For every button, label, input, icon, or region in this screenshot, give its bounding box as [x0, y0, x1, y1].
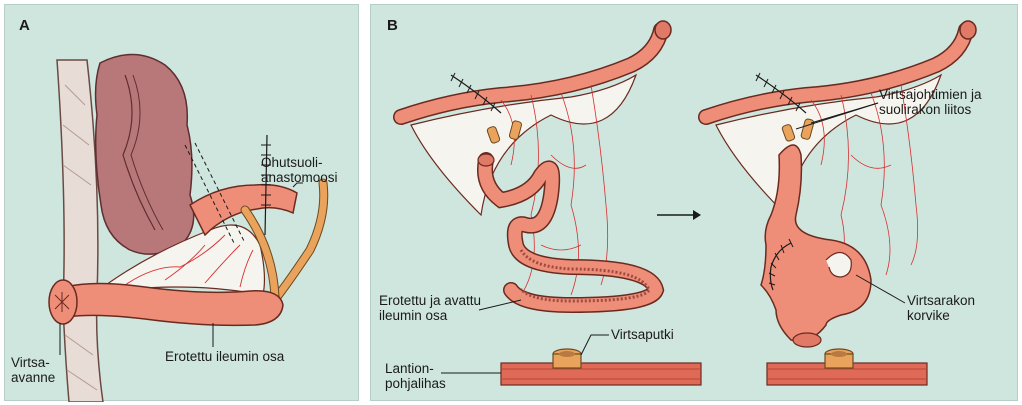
label-pelvic-floor: Lantion- pohjalihas	[385, 361, 446, 391]
label-neobladder-line1: Virtsarakon	[907, 293, 975, 308]
label-opened-ileum-line1: Erotettu ja avattu	[379, 293, 481, 308]
label-neobladder-line2: korvike	[907, 308, 975, 323]
neobladder-illustration	[371, 5, 1019, 402]
panel-a: A	[4, 4, 359, 401]
label-anastomosis: Ohutsuoli- anastomoosi	[261, 155, 338, 185]
panel-b: B	[370, 4, 1018, 401]
label-ureter-junction: Virtsajohtimien ja suolirakon liitos	[879, 87, 982, 117]
label-ileum-segment: Erotettu ileumin osa	[165, 349, 284, 364]
pelvic-floor-left	[501, 363, 701, 385]
label-pelvic-floor-line1: Lantion-	[385, 361, 446, 376]
label-stoma: Virtsa- avanne	[11, 355, 55, 385]
label-anastomosis-line1: Ohutsuoli-	[261, 155, 338, 170]
label-urethra: Virtsaputki	[611, 327, 674, 342]
colon	[96, 54, 194, 254]
leader-urethra	[581, 335, 609, 355]
label-stoma-line2: avanne	[11, 370, 55, 385]
label-anastomosis-line2: anastomoosi	[261, 170, 338, 185]
label-ureter-junction-line1: Virtsajohtimien ja	[879, 87, 982, 102]
label-stoma-line1: Virtsa-	[11, 355, 55, 370]
ileal-conduit-illustration	[5, 5, 360, 402]
label-pelvic-floor-line2: pohjalihas	[385, 376, 446, 391]
label-opened-ileum: Erotettu ja avattu ileumin osa	[379, 293, 481, 323]
label-neobladder: Virtsarakon korvike	[907, 293, 975, 323]
label-opened-ileum-line2: ileumin osa	[379, 308, 481, 323]
label-ureter-junction-line2: suolirakon liitos	[879, 102, 982, 117]
arrow-head	[693, 210, 701, 220]
stoma	[49, 280, 77, 324]
leader-opened-ileum	[479, 300, 521, 310]
